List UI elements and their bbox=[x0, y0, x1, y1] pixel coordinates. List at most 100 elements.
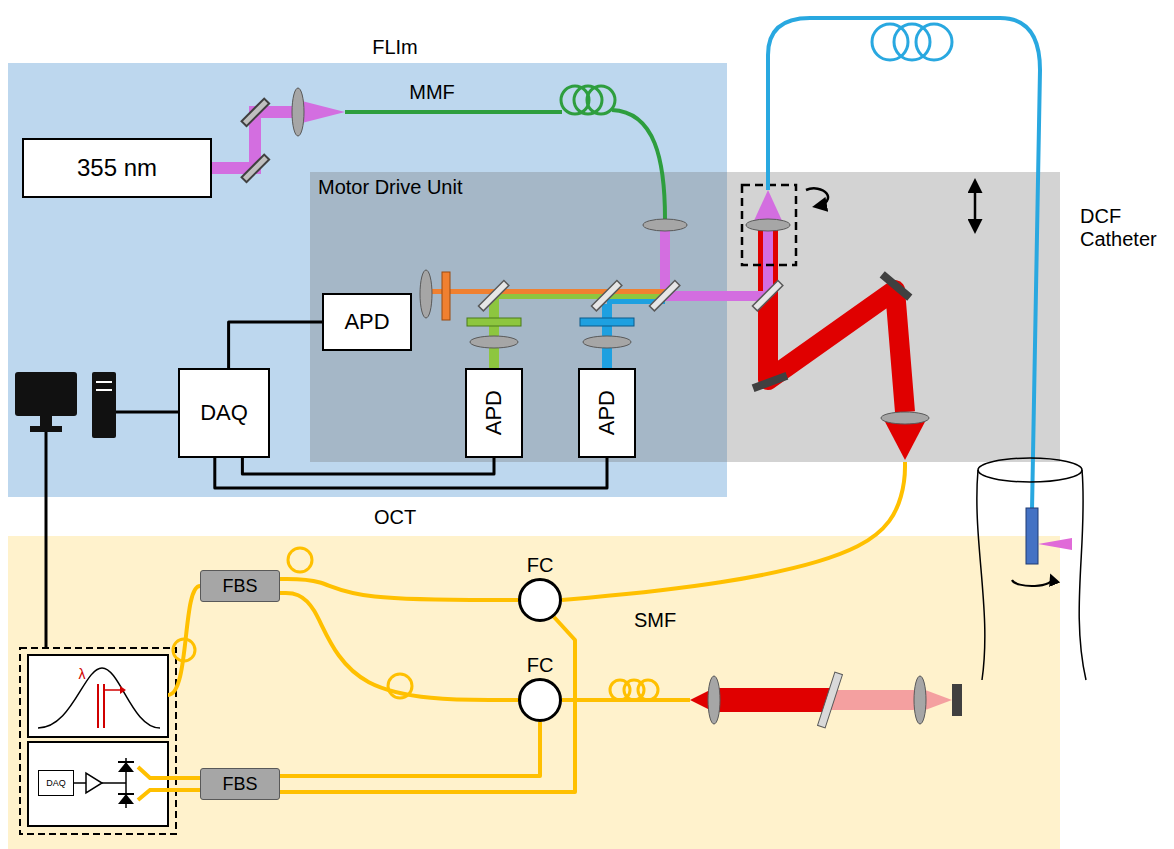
spectrum-curve bbox=[38, 668, 160, 728]
component-label: APD bbox=[344, 309, 389, 334]
filter bbox=[580, 318, 634, 326]
dichroic-mirror bbox=[752, 280, 782, 310]
component-box: 355 nm bbox=[22, 138, 212, 198]
filter bbox=[467, 318, 521, 326]
balanced-detector bbox=[28, 742, 168, 826]
dichroic-mirror bbox=[649, 280, 679, 310]
lens bbox=[470, 336, 518, 348]
fiber-loop bbox=[587, 86, 615, 114]
fluorescence-beam bbox=[489, 299, 499, 368]
optical-fiber bbox=[562, 462, 905, 600]
amplifier bbox=[86, 773, 102, 793]
photodiode bbox=[118, 762, 134, 772]
component-box: APD bbox=[322, 293, 412, 351]
panel-title: Motor Drive Unit bbox=[318, 176, 462, 199]
uv-beam bbox=[665, 291, 768, 301]
fiber-loop bbox=[288, 548, 312, 572]
fiber-loop bbox=[916, 24, 952, 60]
mirror bbox=[752, 372, 789, 392]
fiber-splitter: FBS bbox=[200, 768, 280, 800]
fiber-splitter: FBS bbox=[200, 570, 280, 602]
ref-beam bbox=[830, 690, 920, 710]
wire bbox=[102, 782, 126, 784]
monitor-stand bbox=[30, 426, 62, 432]
filter bbox=[442, 272, 450, 320]
oct-fiber bbox=[168, 586, 200, 695]
reference-mirror bbox=[952, 684, 962, 716]
spectral-line bbox=[97, 684, 99, 728]
dichroic-mirror bbox=[478, 280, 508, 310]
optical-fiber bbox=[280, 579, 518, 600]
component-label: APD bbox=[594, 390, 619, 435]
component-label: APD bbox=[481, 390, 506, 435]
component-label: DAQ bbox=[46, 778, 66, 788]
computer-tower bbox=[92, 372, 116, 438]
spectrometer bbox=[28, 655, 168, 737]
oct-beam bbox=[768, 228, 905, 412]
oct-fiber bbox=[138, 767, 200, 778]
component-box: DAQ bbox=[178, 368, 270, 458]
component-label: FBS bbox=[222, 576, 257, 597]
component-label: 355 nm bbox=[77, 154, 157, 182]
fluorescence-beam bbox=[494, 294, 665, 299]
dichroic-mirror bbox=[591, 280, 621, 310]
lens bbox=[420, 270, 432, 318]
optical-fiber bbox=[280, 593, 518, 700]
lens bbox=[914, 676, 926, 724]
component-label: FC bbox=[527, 654, 554, 677]
lens bbox=[708, 676, 720, 724]
rotation-arrow bbox=[1012, 578, 1052, 586]
system-panel: Motor Drive UnitAPD APD APD bbox=[310, 172, 1060, 462]
component-box: APD bbox=[578, 368, 636, 458]
lens bbox=[881, 412, 929, 424]
rotation-arrow bbox=[806, 188, 828, 206]
catheter-tip bbox=[1026, 508, 1038, 564]
glass-plate bbox=[818, 672, 843, 728]
optical-fiber bbox=[280, 617, 575, 792]
oct-fiber bbox=[138, 790, 200, 800]
mmf-fiber bbox=[345, 110, 562, 114]
signal-wire bbox=[229, 322, 322, 368]
optical-fiber bbox=[280, 722, 540, 776]
vessel-opening bbox=[978, 458, 1082, 482]
ref-beam bbox=[714, 688, 830, 712]
fiber-circulator: FC bbox=[518, 678, 562, 722]
fiber-label: MMF bbox=[409, 81, 455, 104]
lens bbox=[746, 219, 790, 231]
photodiode bbox=[118, 793, 134, 795]
tower-slot bbox=[96, 389, 112, 391]
dcf-fiber bbox=[768, 18, 1040, 510]
fiber-label: SMF bbox=[634, 609, 676, 632]
sweep-arrow bbox=[120, 686, 126, 694]
signal-wire bbox=[242, 458, 494, 474]
mirror bbox=[242, 155, 270, 183]
emission-cone bbox=[1038, 538, 1072, 550]
uv-beam bbox=[212, 112, 298, 168]
vessel-wall bbox=[1079, 470, 1086, 680]
lens bbox=[292, 88, 304, 136]
tower-slot bbox=[96, 381, 112, 383]
component-label: FC bbox=[527, 554, 554, 577]
mirror bbox=[242, 99, 270, 127]
pullback-arrow bbox=[974, 184, 977, 228]
lens bbox=[583, 336, 631, 348]
component-box: DAQ bbox=[38, 770, 74, 796]
rotary-joint-box bbox=[742, 185, 796, 265]
sweep-arrow bbox=[104, 689, 120, 691]
wire bbox=[74, 782, 86, 784]
wavelength-symbol: λ bbox=[79, 666, 86, 682]
photodiode bbox=[118, 794, 134, 804]
component-label: FBS bbox=[222, 774, 257, 795]
mmf-fiber bbox=[612, 110, 665, 219]
fiber-loop bbox=[894, 24, 930, 60]
focus-cone bbox=[298, 100, 345, 124]
fluorescence-beam bbox=[430, 289, 665, 294]
signal-wire bbox=[215, 458, 607, 488]
fiber-loop bbox=[872, 24, 908, 60]
data-cable bbox=[45, 432, 48, 648]
fiber-label: DCF Catheter bbox=[1080, 205, 1172, 251]
panel-title: OCT bbox=[374, 506, 416, 529]
fiber-circulator: FC bbox=[518, 578, 562, 622]
component-label: DAQ bbox=[200, 400, 248, 425]
